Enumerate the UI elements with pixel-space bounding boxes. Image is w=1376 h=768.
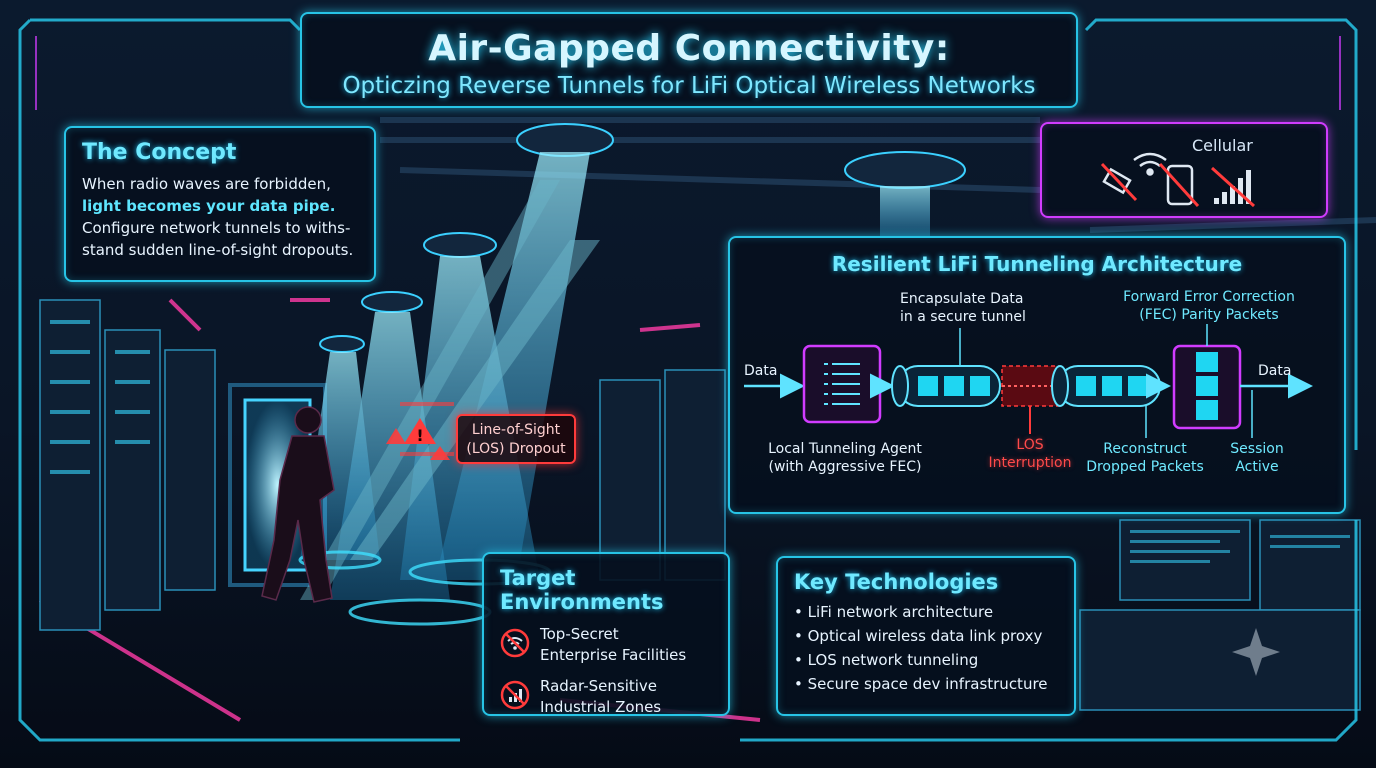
agent-label-line: (with Aggressive FEC) [768, 459, 922, 475]
reconstruct-label-line: Reconstruct [1103, 441, 1187, 457]
cellular-panel: Cellular [1040, 122, 1328, 218]
packet [1102, 376, 1122, 396]
sparkle-icon [1232, 628, 1280, 676]
los-callout-line: (LOS) Dropout [466, 441, 566, 457]
fec-label-line: (FEC) Parity Packets [1139, 307, 1279, 323]
agent-label: Local Tunneling Agent (with Aggressive F… [760, 440, 930, 476]
phone-crossed-icon [1158, 162, 1200, 208]
key-technologies-heading: Key Technologies [794, 570, 999, 594]
session-label: Session Active [1222, 440, 1292, 476]
architecture-diagram [744, 324, 1313, 438]
tunnel-segment-2 [1051, 365, 1161, 407]
parity-packet [1196, 376, 1218, 396]
fec-label: Forward Error Correction (FEC) Parity Pa… [1114, 288, 1304, 324]
no-wifi-icon [500, 628, 530, 658]
agent-label-line: Local Tunneling Agent [768, 441, 922, 457]
cellular-icons [1100, 152, 1256, 208]
agent-doc-icon [824, 363, 860, 405]
architecture-panel: Resilient LiFi Tunneling Architecture Da… [728, 236, 1346, 514]
los-label-line: Interruption [988, 455, 1072, 471]
parity-packet [1196, 400, 1218, 420]
reconstruct-label-line: Dropped Packets [1086, 459, 1204, 475]
los-interruption-label: LOS Interruption [982, 436, 1078, 472]
session-label-line: Active [1235, 459, 1279, 475]
cellular-label: Cellular [1192, 136, 1253, 155]
parity-packet [1196, 352, 1218, 372]
packet [1076, 376, 1096, 396]
los-dropout-callout: Line-of-Sight (LOS) Dropout [456, 414, 576, 464]
session-label-line: Session [1230, 441, 1284, 457]
target-environment-line: Radar-Sensitive [540, 677, 658, 695]
target-environment-line: Top-Secret [540, 625, 619, 643]
fec-label-line: Forward Error Correction [1123, 289, 1295, 305]
wifi-crossed-icon [1100, 152, 1167, 202]
concept-heading: The Concept [82, 140, 237, 165]
key-technology-item: Secure space dev infrastructure [794, 672, 1058, 696]
tunnel-segment-1 [891, 365, 1001, 407]
packet [1128, 376, 1148, 396]
reconstruct-label: Reconstruct Dropped Packets [1082, 440, 1208, 476]
title-panel: Air-Gapped Connectivity: Opticzing Rever… [300, 12, 1078, 108]
los-callout-line: Line-of-Sight [471, 422, 561, 438]
data-in-label: Data [744, 363, 778, 379]
no-signal-icon [500, 680, 530, 710]
target-environment-line: Industrial Zones [540, 698, 662, 716]
svg-text:!: ! [416, 426, 423, 445]
signal-bars-crossed-icon [1210, 166, 1256, 208]
concept-line: stand sudden line-of-sight dropouts. [82, 241, 354, 259]
target-environment-item: Radar-Sensitive Industrial Zones [500, 676, 712, 718]
key-technologies-panel: Key Technologies LiFi network architectu… [776, 556, 1076, 716]
los-label-line: LOS [1016, 437, 1044, 453]
los-interruption-zone [1001, 365, 1061, 434]
key-technology-item: LiFi network architecture [794, 600, 1058, 624]
packet [918, 376, 938, 396]
concept-highlight: light becomes your data pipe. [82, 197, 336, 215]
los-warning-icons: ! [386, 402, 454, 460]
page-subtitle: Opticzing Reverse Tunnels for LiFi Optic… [342, 73, 1036, 99]
architecture-heading: Resilient LiFi Tunneling Architecture [831, 252, 1243, 276]
target-environment-item: Top-Secret Enterprise Facilities [500, 624, 712, 666]
packet [970, 376, 990, 396]
concept-line: When radio waves are forbidden, [82, 175, 331, 193]
encapsulate-label-line: in a secure tunnel [900, 309, 1026, 325]
packet [944, 376, 964, 396]
key-technology-item: Optical wireless data link proxy [794, 624, 1058, 648]
target-environment-line: Enterprise Facilities [540, 646, 687, 664]
page-title: Air-Gapped Connectivity: [428, 28, 950, 69]
encapsulate-label-line: Encapsulate Data [900, 291, 1024, 307]
data-out-label: Data [1258, 363, 1292, 379]
concept-line: Configure network tunnels to withs- [82, 219, 351, 237]
target-environments-panel: Target Environments Top-Secret Enterpris… [482, 552, 730, 716]
key-technology-item: LOS network tunneling [794, 648, 1058, 672]
target-environments-heading: Target Environments [500, 566, 664, 614]
concept-panel: The Concept When radio waves are forbidd… [64, 126, 376, 282]
encapsulate-label: Encapsulate Data in a secure tunnel [900, 290, 1026, 326]
